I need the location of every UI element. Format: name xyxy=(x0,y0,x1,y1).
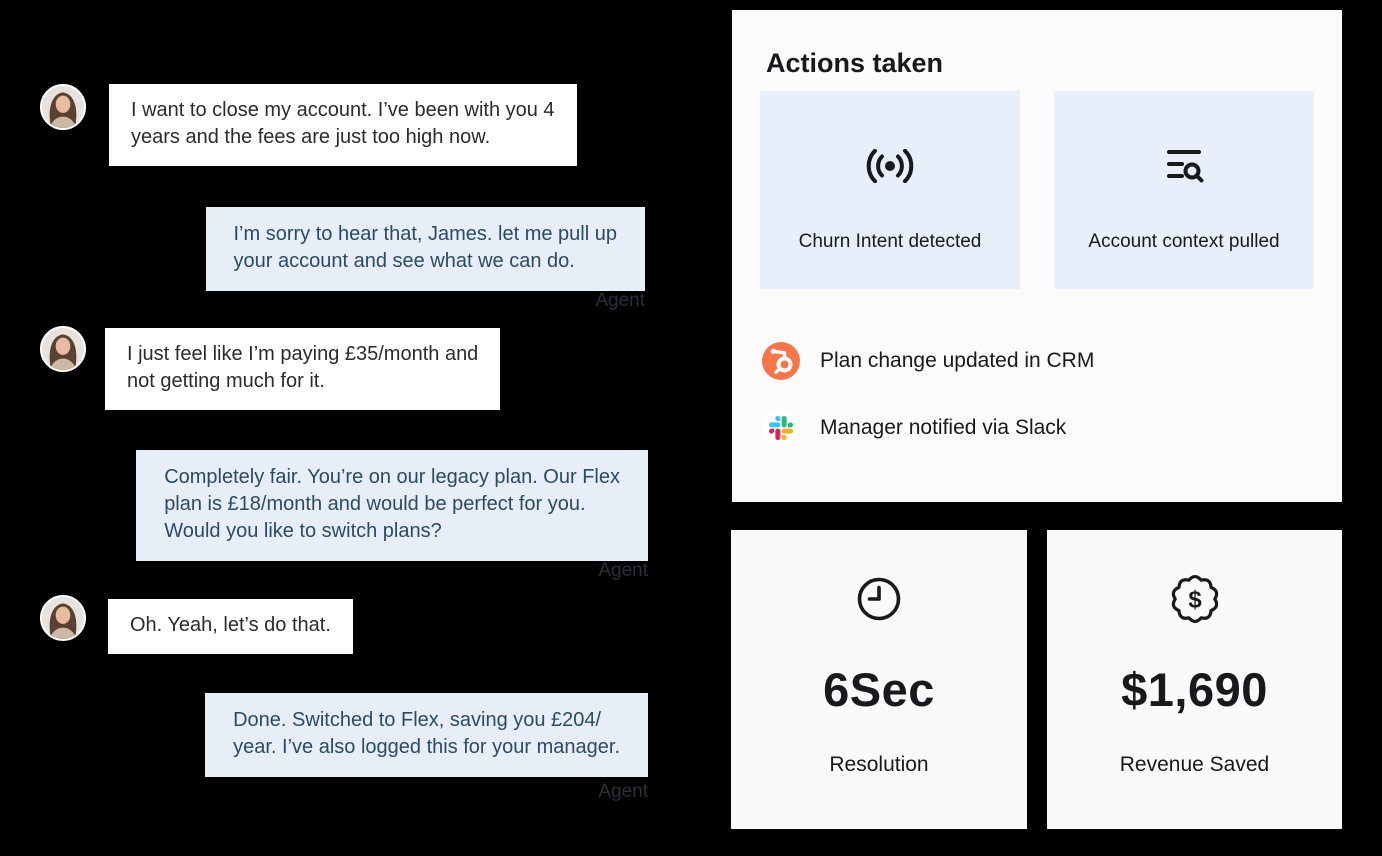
person-portrait-icon xyxy=(42,597,84,639)
customer-message: Oh. Yeah, let’s do that. xyxy=(108,599,353,654)
clock-icon xyxy=(855,574,903,624)
customer-avatar xyxy=(40,595,86,641)
agent-message: Done. Switched to Flex, saving you £204/… xyxy=(205,693,648,777)
agent-message: Completely fair. You’re on our legacy pl… xyxy=(136,450,648,561)
person-portrait-icon xyxy=(42,328,84,370)
list-search-icon xyxy=(1161,143,1207,189)
tile-label: Churn Intent detected xyxy=(798,231,982,252)
tile-label: Account context pulled xyxy=(1088,231,1280,252)
metric-value: $1,690 xyxy=(1121,663,1268,716)
slack-icon xyxy=(762,409,800,447)
metric-label: Revenue Saved xyxy=(1119,753,1270,776)
integration-row-crm: Plan change updated in CRM xyxy=(762,342,1094,380)
agent-label: Agent xyxy=(595,290,645,311)
customer-avatar xyxy=(40,84,86,130)
metric-card-resolution: 6Sec Resolution xyxy=(731,530,1027,829)
integration-label: Plan change updated in CRM xyxy=(820,349,1095,372)
metric-card-revenue: $ $1,690 Revenue Saved xyxy=(1047,530,1342,829)
agent-label: Agent xyxy=(598,560,648,581)
dollar-badge-icon: $ xyxy=(1170,574,1220,624)
action-tile-churn-intent: Churn Intent detected xyxy=(760,91,1020,289)
customer-message: I just feel like I’m paying £35/month an… xyxy=(105,328,501,410)
metric-label: Resolution xyxy=(829,753,929,776)
agent-label: Agent xyxy=(598,781,648,802)
customer-message: I want to close my account. I’ve been wi… xyxy=(109,84,577,166)
panel-title: Actions taken xyxy=(766,48,944,78)
customer-avatar xyxy=(40,326,86,372)
broadcast-icon xyxy=(864,143,916,189)
integration-list: Plan change updated in CRM Manage xyxy=(762,342,1094,447)
action-tiles: Churn Intent detected Account context pu… xyxy=(760,91,1314,289)
action-tile-account-context: Account context pulled xyxy=(1054,91,1314,289)
metric-value: 6Sec xyxy=(823,663,935,716)
integration-row-slack: Manager notified via Slack xyxy=(762,409,1094,447)
svg-text:$: $ xyxy=(1188,586,1201,613)
person-portrait-icon xyxy=(42,86,84,128)
agent-message: I’m sorry to hear that, James. let me pu… xyxy=(205,207,645,291)
actions-panel: Actions taken Churn Intent detected xyxy=(732,10,1342,502)
integration-label: Manager notified via Slack xyxy=(820,416,1067,439)
hubspot-icon xyxy=(762,342,800,380)
